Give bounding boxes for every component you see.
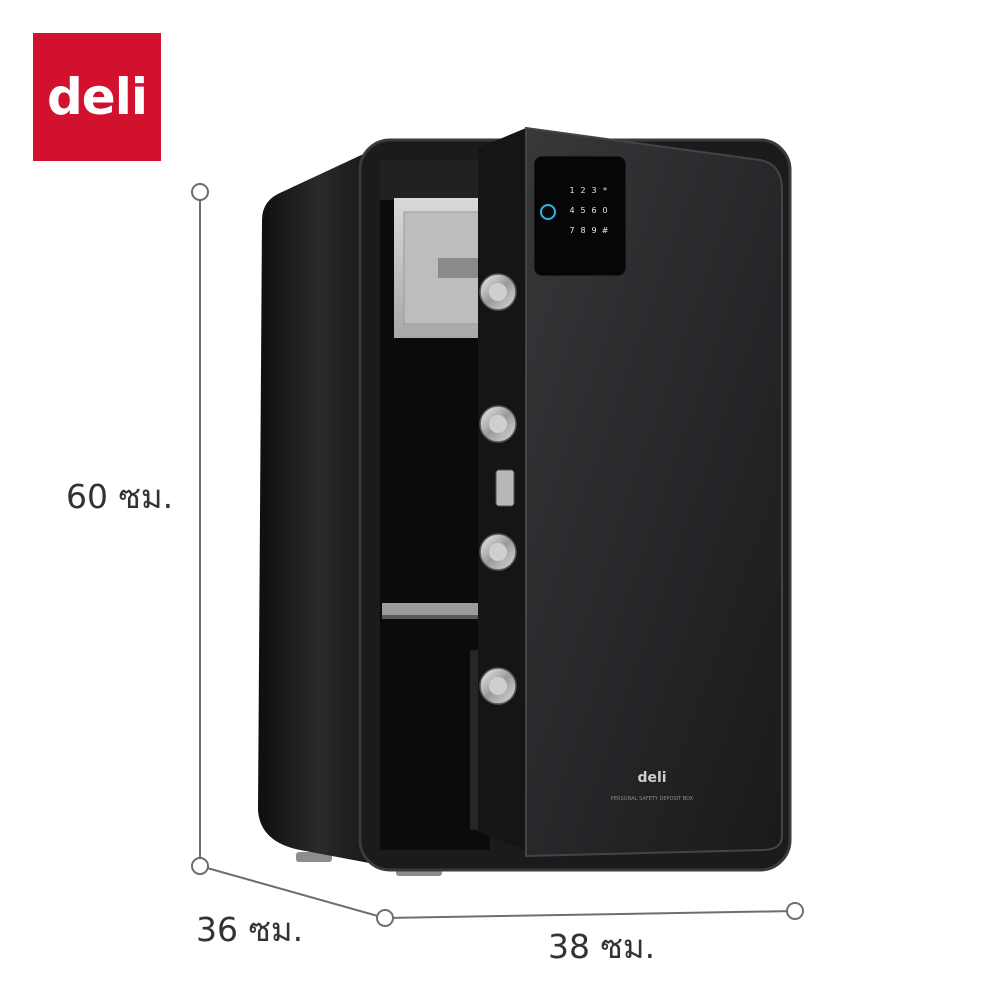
fingerprint-icon: [540, 204, 556, 220]
keypad-key: *: [603, 186, 607, 195]
keypad-key: 7: [569, 226, 574, 235]
dimension-point-top: [191, 183, 209, 201]
dimension-lines: [191, 183, 804, 927]
dimension-point-front-left: [376, 909, 394, 927]
brand-logo-text: deli: [47, 68, 148, 126]
keypad-key: 3: [591, 186, 596, 195]
brand-logo: deli: [33, 33, 161, 161]
height-label: 60 ซม.: [66, 477, 174, 516]
keypad-key: 2: [580, 186, 585, 195]
keypad-key: 0: [602, 206, 607, 215]
keypad-key: 5: [580, 206, 585, 215]
depth-label: 36 ซม.: [196, 910, 304, 949]
keypad-key: 9: [591, 226, 596, 235]
keypad-panel: [533, 155, 627, 277]
dimension-point-corner: [191, 857, 209, 875]
door-logo: deli: [637, 770, 666, 786]
locking-bolts: [479, 273, 517, 705]
keypad-key: 4: [569, 206, 574, 215]
keypad-key: 6: [591, 206, 596, 215]
door-caption: PERSONAL SAFETY DEPOSIT BOX: [611, 796, 694, 802]
dimension-point-front-right: [786, 902, 804, 920]
safe-side: [258, 150, 380, 865]
keypad-key: #: [602, 226, 609, 235]
keypad-key: 8: [580, 226, 585, 235]
inner-drawer: [394, 198, 490, 338]
safe-door: [525, 126, 783, 858]
keypad-key: 1: [569, 186, 574, 195]
width-label: 38 ซม.: [548, 927, 656, 966]
